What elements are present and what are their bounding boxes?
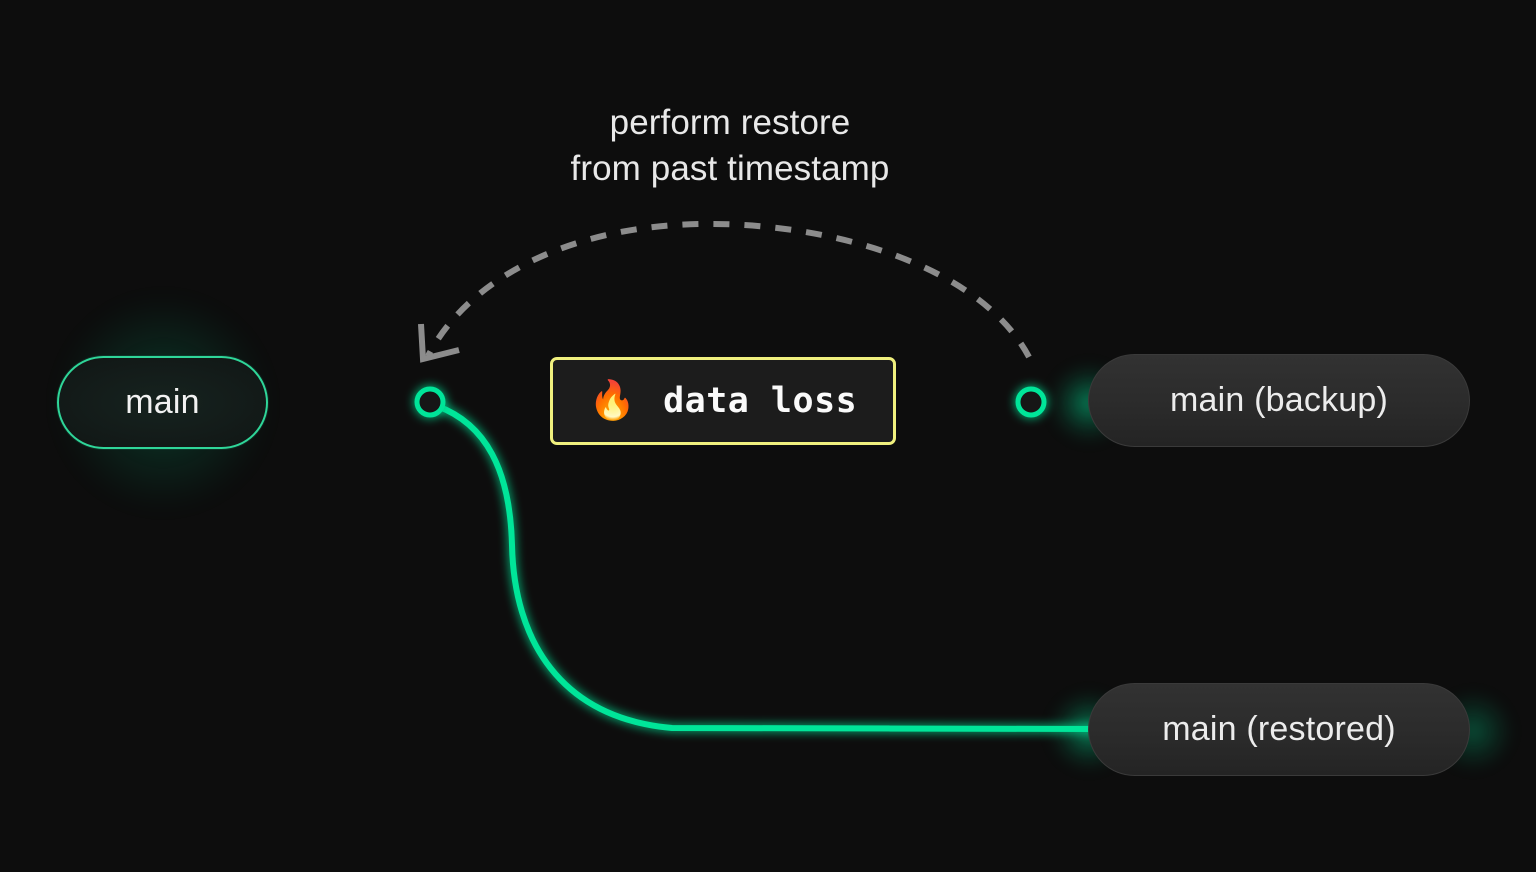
- restore-annotation-label: perform restore from past timestamp: [570, 103, 890, 188]
- node-main[interactable]: main: [57, 356, 268, 449]
- restore-arrow-head-icon: [418, 323, 460, 363]
- backup-endpoint-dot[interactable]: [1015, 386, 1047, 418]
- node-main-restored[interactable]: main (restored): [1088, 683, 1470, 776]
- node-main-label: main: [125, 383, 200, 421]
- fire-icon: 🔥: [588, 380, 637, 422]
- branch-point-dot[interactable]: [414, 386, 446, 418]
- wire-branch-to-restored: [434, 403, 1103, 732]
- node-data-loss[interactable]: 🔥 data loss: [550, 357, 896, 445]
- node-main-backup-label: main (backup): [1169, 381, 1389, 419]
- node-main-restored-label: main (restored): [1162, 710, 1396, 748]
- restore-arrow-curve: [425, 220, 1032, 359]
- node-main-backup[interactable]: main (backup): [1088, 354, 1470, 447]
- node-data-loss-label: data loss: [663, 381, 858, 421]
